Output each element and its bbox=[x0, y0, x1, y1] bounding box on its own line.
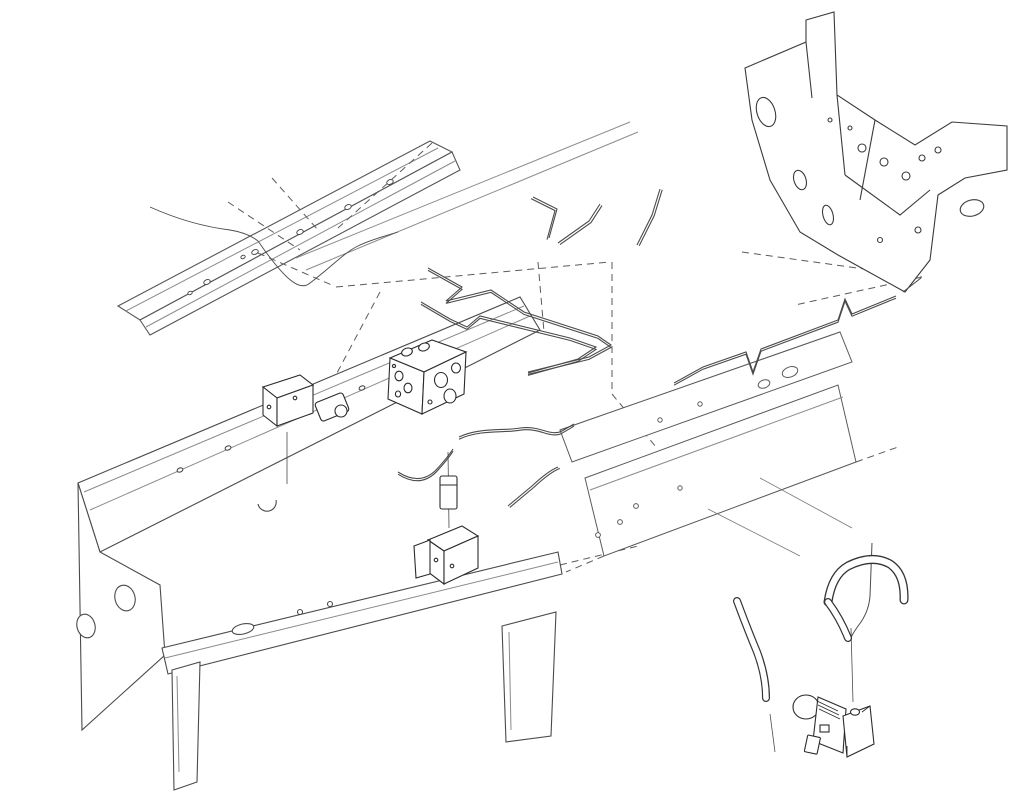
tube-rail bbox=[257, 231, 399, 287]
axis-14-stack bbox=[850, 627, 854, 703]
cable-22 bbox=[849, 542, 873, 641]
axis-13-left bbox=[769, 713, 776, 753]
hydraulic-hoses bbox=[733, 555, 909, 702]
bracket-weldment bbox=[744, 11, 1008, 293]
tube-26 bbox=[458, 423, 575, 440]
frame-rail-top-left bbox=[116, 140, 461, 336]
tube-6 bbox=[507, 466, 561, 508]
hose-14 bbox=[824, 598, 852, 642]
tube-2 bbox=[397, 448, 454, 482]
tube-1a bbox=[427, 267, 613, 375]
hydraulic-manifold bbox=[387, 339, 468, 415]
hose-left bbox=[733, 597, 770, 702]
valve-block-lower bbox=[413, 475, 480, 586]
tube-20 bbox=[557, 203, 603, 246]
valve-block-upper bbox=[261, 374, 350, 428]
frame-rail-left bbox=[76, 296, 563, 791]
hidden-dashed-lines bbox=[227, 142, 923, 573]
tube-1b bbox=[420, 301, 598, 376]
hydraulic-tubes bbox=[149, 188, 922, 753]
tube-15 bbox=[673, 277, 922, 386]
tube-21 bbox=[636, 188, 663, 247]
hydraulic-pump bbox=[792, 694, 875, 758]
tube-24 bbox=[530, 196, 558, 240]
tube-19 bbox=[149, 206, 259, 242]
frame-plate-right bbox=[559, 331, 857, 557]
hose-3 bbox=[823, 555, 909, 607]
